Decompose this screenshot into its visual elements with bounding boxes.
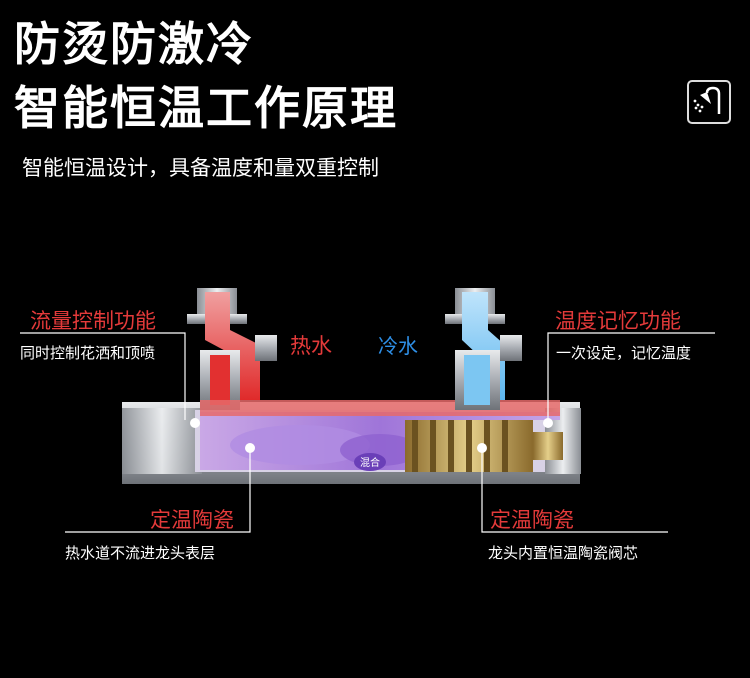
cold-water-inlet: [445, 288, 522, 410]
mix-label: 混合: [360, 456, 380, 469]
shower-icon: [693, 86, 721, 114]
callout-points: [190, 418, 553, 453]
temp-memory-desc: 一次设定，记忆温度: [556, 344, 692, 362]
hot-water-label: 热水: [290, 334, 332, 358]
ceramic-right-callout-line: [481, 448, 668, 533]
mix-zone-marker: 混合: [354, 453, 386, 471]
memory-callout-line: [547, 332, 715, 420]
thermostatic-cartridge: [405, 420, 563, 472]
temp-memory-title: 温度记忆功能: [555, 309, 681, 333]
callout-lines: [20, 332, 715, 533]
cold-water-label: 冷水: [378, 334, 418, 358]
ceramic-right-desc: 龙头内置恒温陶瓷阀芯: [488, 544, 639, 562]
flow-control-title: 流量控制功能: [30, 309, 156, 333]
ceramic-left-desc: 热水道不流进龙头表层: [65, 544, 216, 562]
page-subtitle: 智能恒温设计，具备温度和量双重控制: [22, 156, 379, 180]
shower-badge: [687, 80, 731, 124]
ceramic-left-callout-line: [65, 448, 251, 533]
flow-callout-line: [20, 332, 186, 420]
flow-control-desc: 同时控制花洒和顶喷: [20, 344, 156, 362]
flow-callout-dot: [190, 418, 200, 428]
memory-callout-dot: [543, 418, 553, 428]
page-title-line1: 防烫防激冷: [14, 17, 254, 71]
ceramic-right-callout-dot: [477, 443, 487, 453]
page-title-line2: 智能恒温工作原理: [14, 81, 398, 135]
ceramic-right-title: 定温陶瓷: [490, 508, 574, 532]
ceramic-left-callout-dot: [245, 443, 255, 453]
ceramic-left-title: 定温陶瓷: [150, 508, 234, 532]
